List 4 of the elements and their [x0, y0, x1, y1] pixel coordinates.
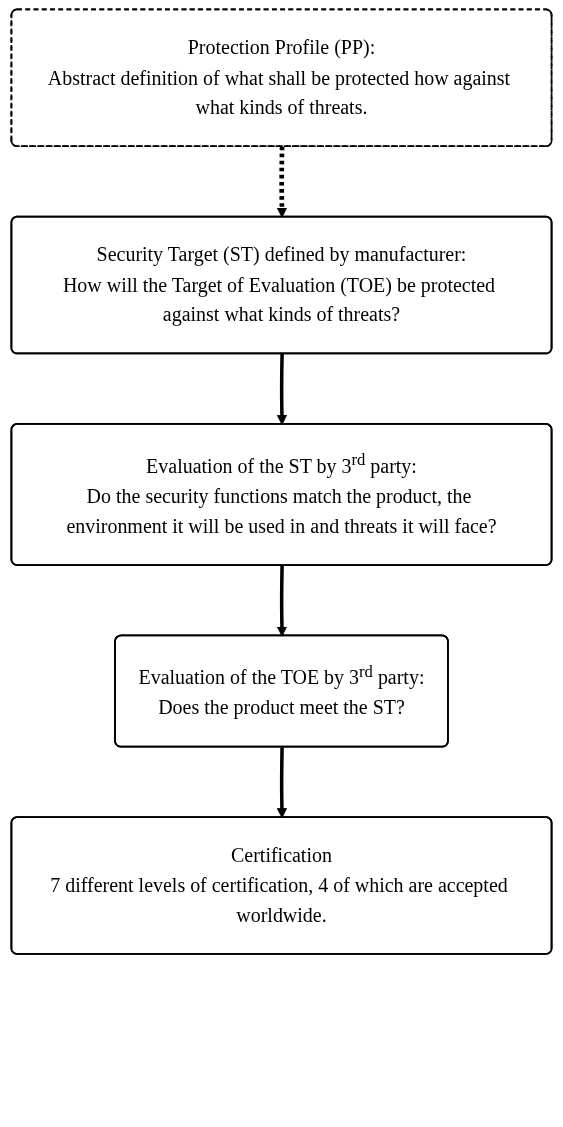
arrow [276, 565, 288, 637]
arrow [276, 747, 288, 819]
arrow [276, 146, 288, 218]
arrow [276, 354, 288, 425]
